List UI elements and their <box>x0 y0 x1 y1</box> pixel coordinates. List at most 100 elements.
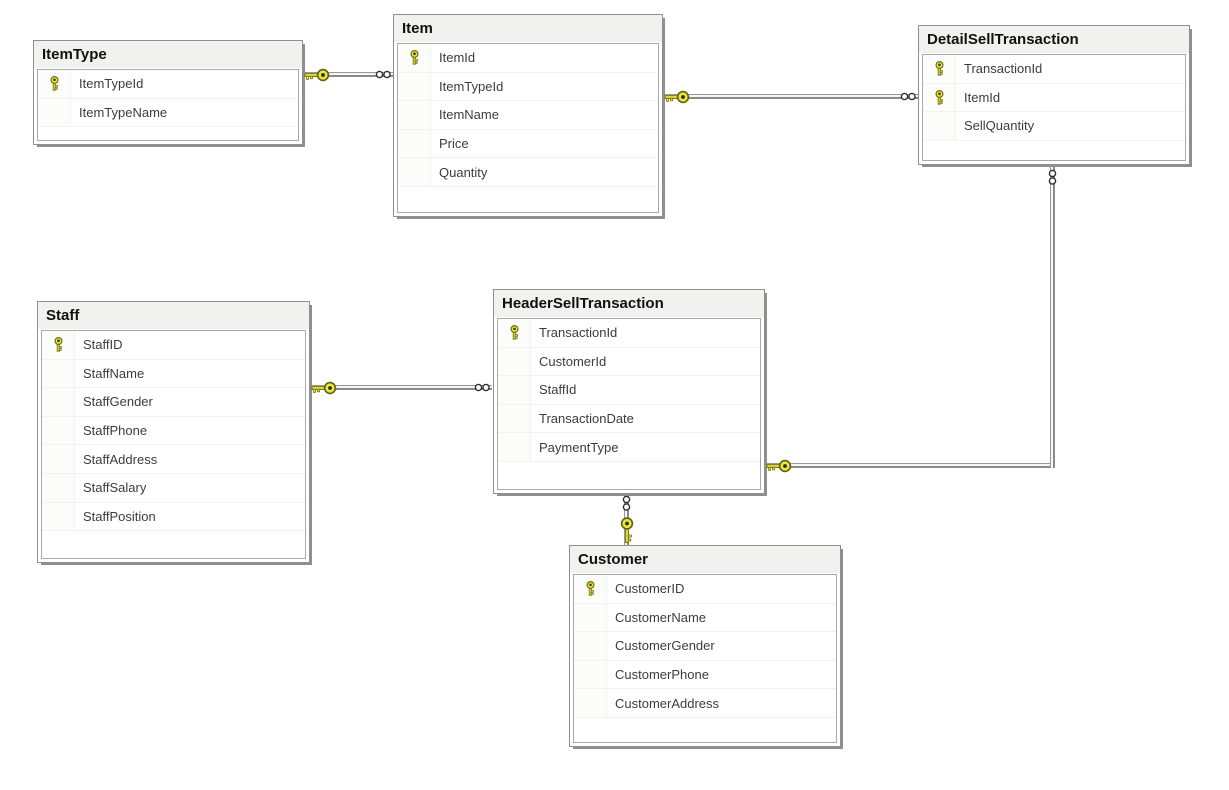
pk-cell-empty <box>498 404 531 433</box>
primary-key-icon <box>42 331 75 359</box>
table-row[interactable]: TransactionDate <box>498 404 760 434</box>
table-row[interactable]: ItemTypeId <box>398 72 658 102</box>
pk-cell-empty <box>498 433 531 461</box>
column-name: ItemTypeName <box>79 104 168 120</box>
table-body: TransactionId ItemId SellQuantity <box>922 54 1186 161</box>
relationship-line-itemtype-item[interactable] <box>303 72 393 77</box>
column-name: SellQuantity <box>964 118 1035 134</box>
table-detailselltransaction[interactable]: DetailSellTransaction TransactionId Item… <box>918 25 1190 165</box>
table-row[interactable]: ItemTypeId <box>38 70 298 99</box>
table-row[interactable]: PaymentType <box>498 433 760 462</box>
column-name: Price <box>439 136 469 152</box>
table-body: TransactionId CustomerId StaffId Transac… <box>497 318 761 490</box>
table-customer[interactable]: Customer CustomerID CustomerName Custome… <box>569 545 841 747</box>
table-headerselltransaction[interactable]: HeaderSellTransaction TransactionId Cust… <box>493 289 765 494</box>
relationship-line-headerselltransaction-detailselltransaction-v[interactable] <box>1050 167 1055 468</box>
column-name: TransactionDate <box>539 411 634 427</box>
table-row[interactable]: StaffSalary <box>42 473 305 503</box>
table-title: HeaderSellTransaction <box>494 290 764 317</box>
table-row[interactable]: ItemName <box>398 101 658 130</box>
column-name: CustomerName <box>615 609 707 625</box>
table-row[interactable]: StaffID <box>42 331 305 360</box>
pk-cell-empty <box>42 416 75 445</box>
key-icon <box>304 68 330 82</box>
column-name: ItemTypeId <box>439 78 504 94</box>
column-name: PaymentType <box>539 439 619 455</box>
table-row[interactable]: TransactionId <box>923 55 1185 84</box>
pk-cell-empty <box>923 112 956 140</box>
table-title: Customer <box>570 546 840 573</box>
pk-cell-empty <box>574 689 607 717</box>
table-row[interactable]: Quantity <box>398 158 658 187</box>
column-name: StaffGender <box>83 394 153 410</box>
key-icon <box>620 517 634 544</box>
primary-key-icon <box>38 70 71 98</box>
table-row[interactable]: CustomerId <box>498 347 760 377</box>
pk-cell-empty <box>398 72 431 101</box>
column-name: ItemName <box>439 107 499 123</box>
pk-cell-empty <box>574 660 607 689</box>
pk-cell-empty <box>574 603 607 632</box>
table-body: ItemTypeId ItemTypeName <box>37 69 299 141</box>
table-body: StaffID StaffName StaffGender StaffPhone… <box>41 330 306 559</box>
table-title: Staff <box>38 302 309 329</box>
table-row[interactable]: StaffAddress <box>42 445 305 474</box>
table-row[interactable]: CustomerGender <box>574 632 836 661</box>
table-item[interactable]: Item ItemId ItemTypeId ItemName Price Qu… <box>393 14 663 217</box>
pk-cell-empty <box>42 473 75 502</box>
column-name: ItemTypeId <box>79 76 144 92</box>
pk-cell-empty <box>42 359 75 388</box>
table-row[interactable]: ItemId <box>923 83 1185 113</box>
column-name: ItemId <box>439 50 476 66</box>
table-row[interactable]: SellQuantity <box>923 112 1185 141</box>
infinity-chain-icon <box>375 70 392 79</box>
infinity-chain-icon <box>474 383 491 392</box>
primary-key-icon <box>498 319 531 347</box>
column-name: TransactionId <box>539 325 618 341</box>
pk-cell-empty <box>42 388 75 416</box>
relationship-line-staff-headerselltransaction[interactable] <box>310 385 492 390</box>
infinity-chain-icon <box>900 92 917 101</box>
primary-key-icon <box>923 55 956 83</box>
table-title: ItemType <box>34 41 302 68</box>
table-row[interactable]: StaffPosition <box>42 502 305 532</box>
infinity-chain-icon <box>622 495 631 512</box>
table-row[interactable]: StaffId <box>498 376 760 405</box>
infinity-chain-icon <box>1048 169 1057 186</box>
table-row[interactable]: ItemId <box>398 44 658 73</box>
pk-cell-empty <box>398 158 431 186</box>
column-name: CustomerGender <box>615 638 715 654</box>
pk-cell-empty <box>42 502 75 531</box>
pk-cell-empty <box>42 445 75 473</box>
column-name: StaffName <box>83 365 145 381</box>
pk-cell-empty <box>498 376 531 404</box>
relationship-line-item-detailselltransaction[interactable] <box>663 94 918 99</box>
column-name: StaffSalary <box>83 480 147 496</box>
table-title: DetailSellTransaction <box>919 26 1189 53</box>
table-row[interactable]: StaffGender <box>42 388 305 417</box>
table-row[interactable]: CustomerName <box>574 603 836 633</box>
column-name: CustomerPhone <box>615 667 709 683</box>
column-name: TransactionId <box>964 61 1043 77</box>
primary-key-icon <box>574 575 607 603</box>
table-row[interactable]: CustomerAddress <box>574 689 836 718</box>
table-body: ItemId ItemTypeId ItemName Price Quantit… <box>397 43 659 213</box>
table-staff[interactable]: Staff StaffID StaffName StaffGender Staf… <box>37 301 310 563</box>
table-row[interactable]: StaffName <box>42 359 305 389</box>
primary-key-icon <box>398 44 431 72</box>
column-name: ItemId <box>964 89 1001 105</box>
column-name: StaffAddress <box>83 451 158 467</box>
table-row[interactable]: StaffPhone <box>42 416 305 446</box>
table-row[interactable]: ItemTypeName <box>38 98 298 128</box>
table-row[interactable]: CustomerID <box>574 575 836 604</box>
table-row[interactable]: CustomerPhone <box>574 660 836 690</box>
pk-cell-empty <box>498 347 531 376</box>
key-icon <box>664 90 690 104</box>
relationship-line-headerselltransaction-detailselltransaction-h[interactable] <box>765 463 1055 468</box>
table-row[interactable]: TransactionId <box>498 319 760 348</box>
pk-cell-empty <box>574 632 607 660</box>
table-itemtype[interactable]: ItemType ItemTypeId ItemTypeName <box>33 40 303 145</box>
table-row[interactable]: Price <box>398 129 658 159</box>
column-name: Quantity <box>439 164 488 180</box>
